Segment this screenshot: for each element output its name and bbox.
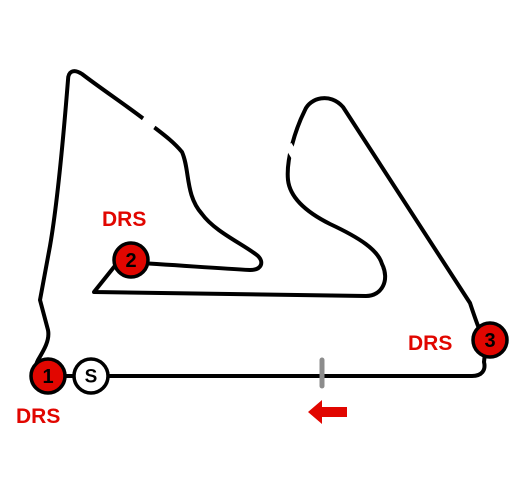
drs-zone-1: 1 DRS: [16, 357, 67, 428]
start-marker: S: [72, 357, 110, 395]
drs-zone-1-label: DRS: [16, 405, 60, 428]
drs-zone-3-marker: [471, 321, 509, 359]
drs-zone-1-number: 1: [42, 366, 53, 388]
drs-zone-2-number: 2: [125, 250, 136, 272]
start-marker-label: S: [85, 367, 98, 388]
start-marker-circle: [72, 357, 110, 395]
drs-zone-3-label: DRS: [408, 332, 452, 355]
drs-zone-1-marker: [29, 357, 67, 395]
track-gap-upper-right: [284, 142, 300, 161]
direction-arrow-icon: [308, 400, 347, 424]
drs-zone-2: DRS 2: [102, 208, 150, 279]
track-outline: [34, 69, 488, 378]
drs-zone-3: DRS 3: [408, 321, 509, 359]
drs-zone-3-number: 3: [484, 330, 495, 352]
drs-zone-2-label: DRS: [102, 208, 146, 231]
drs-zone-2-marker: [112, 241, 150, 279]
track-gap-upper-left: [139, 116, 157, 132]
